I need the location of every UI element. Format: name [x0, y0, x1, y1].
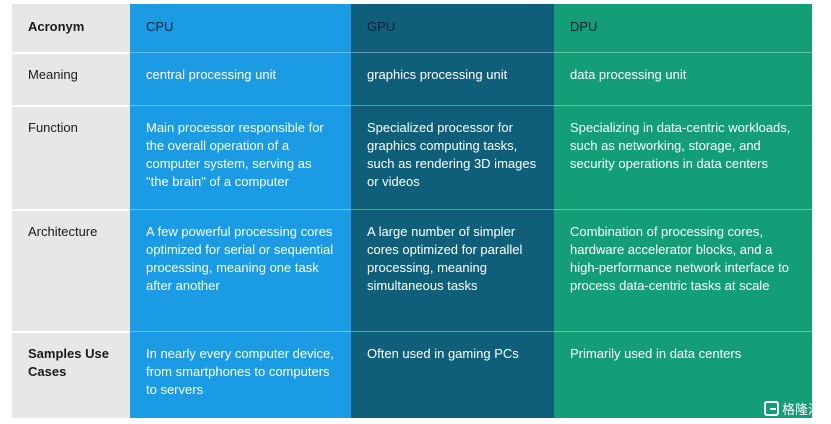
cell-dpu-use-cases: Primarily used in data centers	[554, 331, 812, 418]
header-dpu: DPU	[554, 4, 812, 52]
gelonghui-logo-icon	[763, 401, 779, 416]
watermark: 格隆汇	[763, 399, 821, 418]
cell-dpu-meaning: data processing unit	[554, 52, 812, 105]
cell-dpu-architecture: Combination of processing cores, hardwar…	[554, 209, 812, 331]
cell-gpu-architecture: A large number of simpler cores optimize…	[351, 209, 554, 331]
row-label-architecture: Architecture	[12, 209, 130, 331]
header-cpu: CPU	[130, 4, 351, 52]
cell-dpu-function: Specializing in data-centric workloads, …	[554, 105, 812, 209]
row-label-function: Function	[12, 105, 130, 209]
cell-cpu-architecture: A few powerful processing cores optimize…	[130, 209, 351, 331]
header-acronym: Acronym	[12, 4, 130, 52]
row-label-use-cases: Samples Use Cases	[12, 331, 130, 418]
header-gpu: GPU	[351, 4, 554, 52]
cell-gpu-function: Specialized processor for graphics compu…	[351, 105, 554, 209]
cell-cpu-meaning: central processing unit	[130, 52, 351, 105]
cell-cpu-use-cases: In nearly every computer device, from sm…	[130, 331, 351, 418]
cell-cpu-function: Main processor responsible for the overa…	[130, 105, 351, 209]
row-label-meaning: Meaning	[12, 52, 130, 105]
cell-gpu-meaning: graphics processing unit	[351, 52, 554, 105]
cell-gpu-use-cases: Often used in gaming PCs	[351, 331, 554, 418]
comparison-table: Acronym CPU GPU DPU Meaning central proc…	[12, 4, 812, 418]
watermark-text: 格隆汇	[781, 403, 821, 418]
